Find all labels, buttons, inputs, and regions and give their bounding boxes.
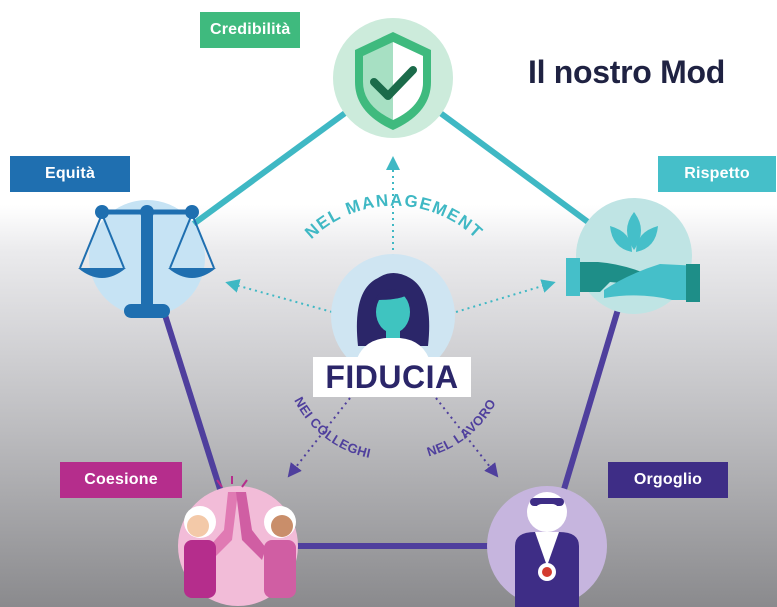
balance-scale-icon <box>78 200 216 318</box>
center-label-fiducia: FIDUCIA <box>313 357 471 397</box>
high-five-icon <box>178 476 298 606</box>
arc-label-management: NEL MANAGEMENT <box>301 191 487 243</box>
tag-orgoglio: Orgoglio <box>608 462 728 498</box>
trust-arrows <box>225 156 556 478</box>
page-title: Il nostro Mod <box>528 54 725 90</box>
tag-credibilita: Credibilità <box>200 12 301 48</box>
shield-check-icon <box>333 18 453 138</box>
medal-person-icon <box>487 486 607 607</box>
arrow-to-coesione <box>287 397 351 478</box>
arrow-to-orgoglio <box>435 397 499 478</box>
lotus-hands-icon <box>566 198 700 314</box>
arc-label-colleghi: NEI COLLEGHI <box>291 394 372 461</box>
tag-rispetto: Rispetto <box>658 156 776 192</box>
arc-label-lavoro: NEL LAVORO <box>425 396 499 459</box>
arrow-to-equita <box>225 279 333 313</box>
tag-coesione: Coesione <box>60 462 182 498</box>
tag-equita: Equità <box>10 156 130 192</box>
arrow-to-rispetto <box>455 279 556 313</box>
